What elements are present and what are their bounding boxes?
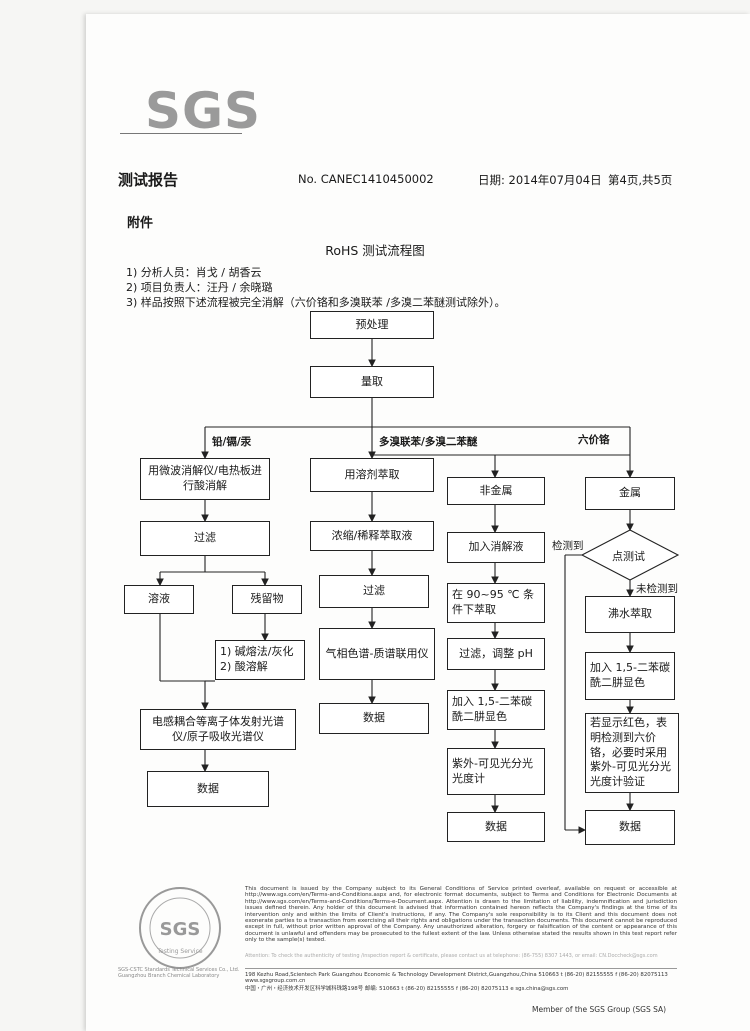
label-not-detected: 未检测到 (636, 583, 678, 595)
branch-label-pbb-pbde: 多溴联苯/多溴二苯醚 (379, 436, 478, 448)
seal-lab-name: SGS-CSTC Standards Technical Services Co… (118, 967, 240, 979)
note-analyst: 1) 分析人员：肖戈 / 胡香云 (126, 266, 262, 279)
spot-test-diamond (580, 529, 680, 581)
box-red-color-note: 若显示红色，表明检测到六价铬，必要时采用紫外-可见光分光光度计验证 (585, 713, 679, 793)
sgs-testing-service-seal: SGS Testing Service (139, 887, 221, 969)
box-add-digest-solution: 加入消解液 (447, 532, 545, 563)
footer-member: Member of the SGS Group (SGS SA) (532, 1005, 667, 1014)
box-icp-aas: 电感耦合等离子体发射光谱仪/原子吸收光谱仪 (140, 709, 296, 750)
box-uv-vis-1: 紫外-可见光分光光度计 (447, 748, 545, 795)
box-data-4: 数据 (585, 810, 675, 845)
box-data-2: 数据 (319, 703, 429, 734)
box-residue-treatment: 1) 碱熔法/灰化 2) 酸溶解 (215, 640, 305, 680)
branch-label-cr6: 六价铬 (578, 434, 610, 446)
seal-sub-text: Testing Service (156, 948, 202, 955)
branch-label-pb-cd-hg: 铅/镉/汞 (212, 436, 252, 448)
box-nonmetal: 非金属 (447, 477, 545, 505)
box-boiling-water-extract: 沸水萃取 (585, 596, 675, 633)
box-filter-2: 过滤 (319, 575, 429, 608)
logo-underline (120, 133, 242, 134)
spot-test-label: 点测试 (612, 550, 645, 563)
box-pretreatment: 预处理 (310, 311, 434, 339)
report-title: 测试报告 (118, 171, 179, 189)
box-residue: 残留物 (232, 585, 302, 614)
box-gcms: 气相色谱-质谱联用仪 (319, 628, 435, 680)
box-add-dpc-2: 加入 1,5-二苯碳酰二肼显色 (585, 652, 675, 700)
box-data-1: 数据 (147, 771, 269, 807)
note-project-lead: 2) 项目负责人：汪丹 / 余晓璐 (126, 281, 273, 294)
footer-disclaimer: This document is issued by the Company s… (245, 886, 677, 944)
label-detected: 检测到 (552, 540, 584, 552)
footer-divider (245, 968, 677, 969)
box-acid-digestion: 用微波消解仪/电热板进行酸消解 (140, 458, 270, 500)
box-filter-adjust-ph: 过滤，调整 pH (447, 638, 545, 670)
box-extract-90-95c: 在 90~95 ℃ 条件下萃取 (447, 583, 545, 623)
box-data-3: 数据 (447, 812, 545, 842)
box-metal: 金属 (585, 477, 675, 510)
box-concentrate-dilute: 浓缩/稀释萃取液 (310, 521, 434, 551)
footer-address-en: 198 Kezhu Road,Scientech Park Guangzhou … (245, 972, 668, 984)
box-filter-1: 过滤 (140, 521, 270, 556)
note-sample-digestion: 3) 样品按照下述流程被完全消解（六价铬和多溴联苯 /多溴二苯醚测试除外）。 (126, 296, 506, 309)
box-measure: 量取 (310, 366, 434, 398)
box-add-dpc-1: 加入 1,5-二苯碳酰二肼显色 (447, 690, 545, 730)
box-solution: 溶液 (124, 585, 194, 614)
seal-center-text: SGS (160, 919, 201, 940)
footer-attention: Attention: To check the authenticity of … (245, 953, 658, 959)
box-solvent-extract: 用溶剂萃取 (310, 458, 434, 492)
report-number: No. CANEC1410450002 (298, 172, 434, 186)
sgs-logo: SGS (145, 82, 262, 140)
footer-address-cn: 中国・广州・经济技术开发区科学城科珠路198号 邮编: 510663 t (86… (245, 986, 569, 992)
page-indicator: 第4页,共5页 (608, 173, 673, 187)
report-date: 日期: 2014年07月04日 (478, 173, 602, 187)
appendix-heading: 附件 (127, 216, 154, 231)
flowchart-title: RoHS 测试流程图 (325, 243, 425, 258)
